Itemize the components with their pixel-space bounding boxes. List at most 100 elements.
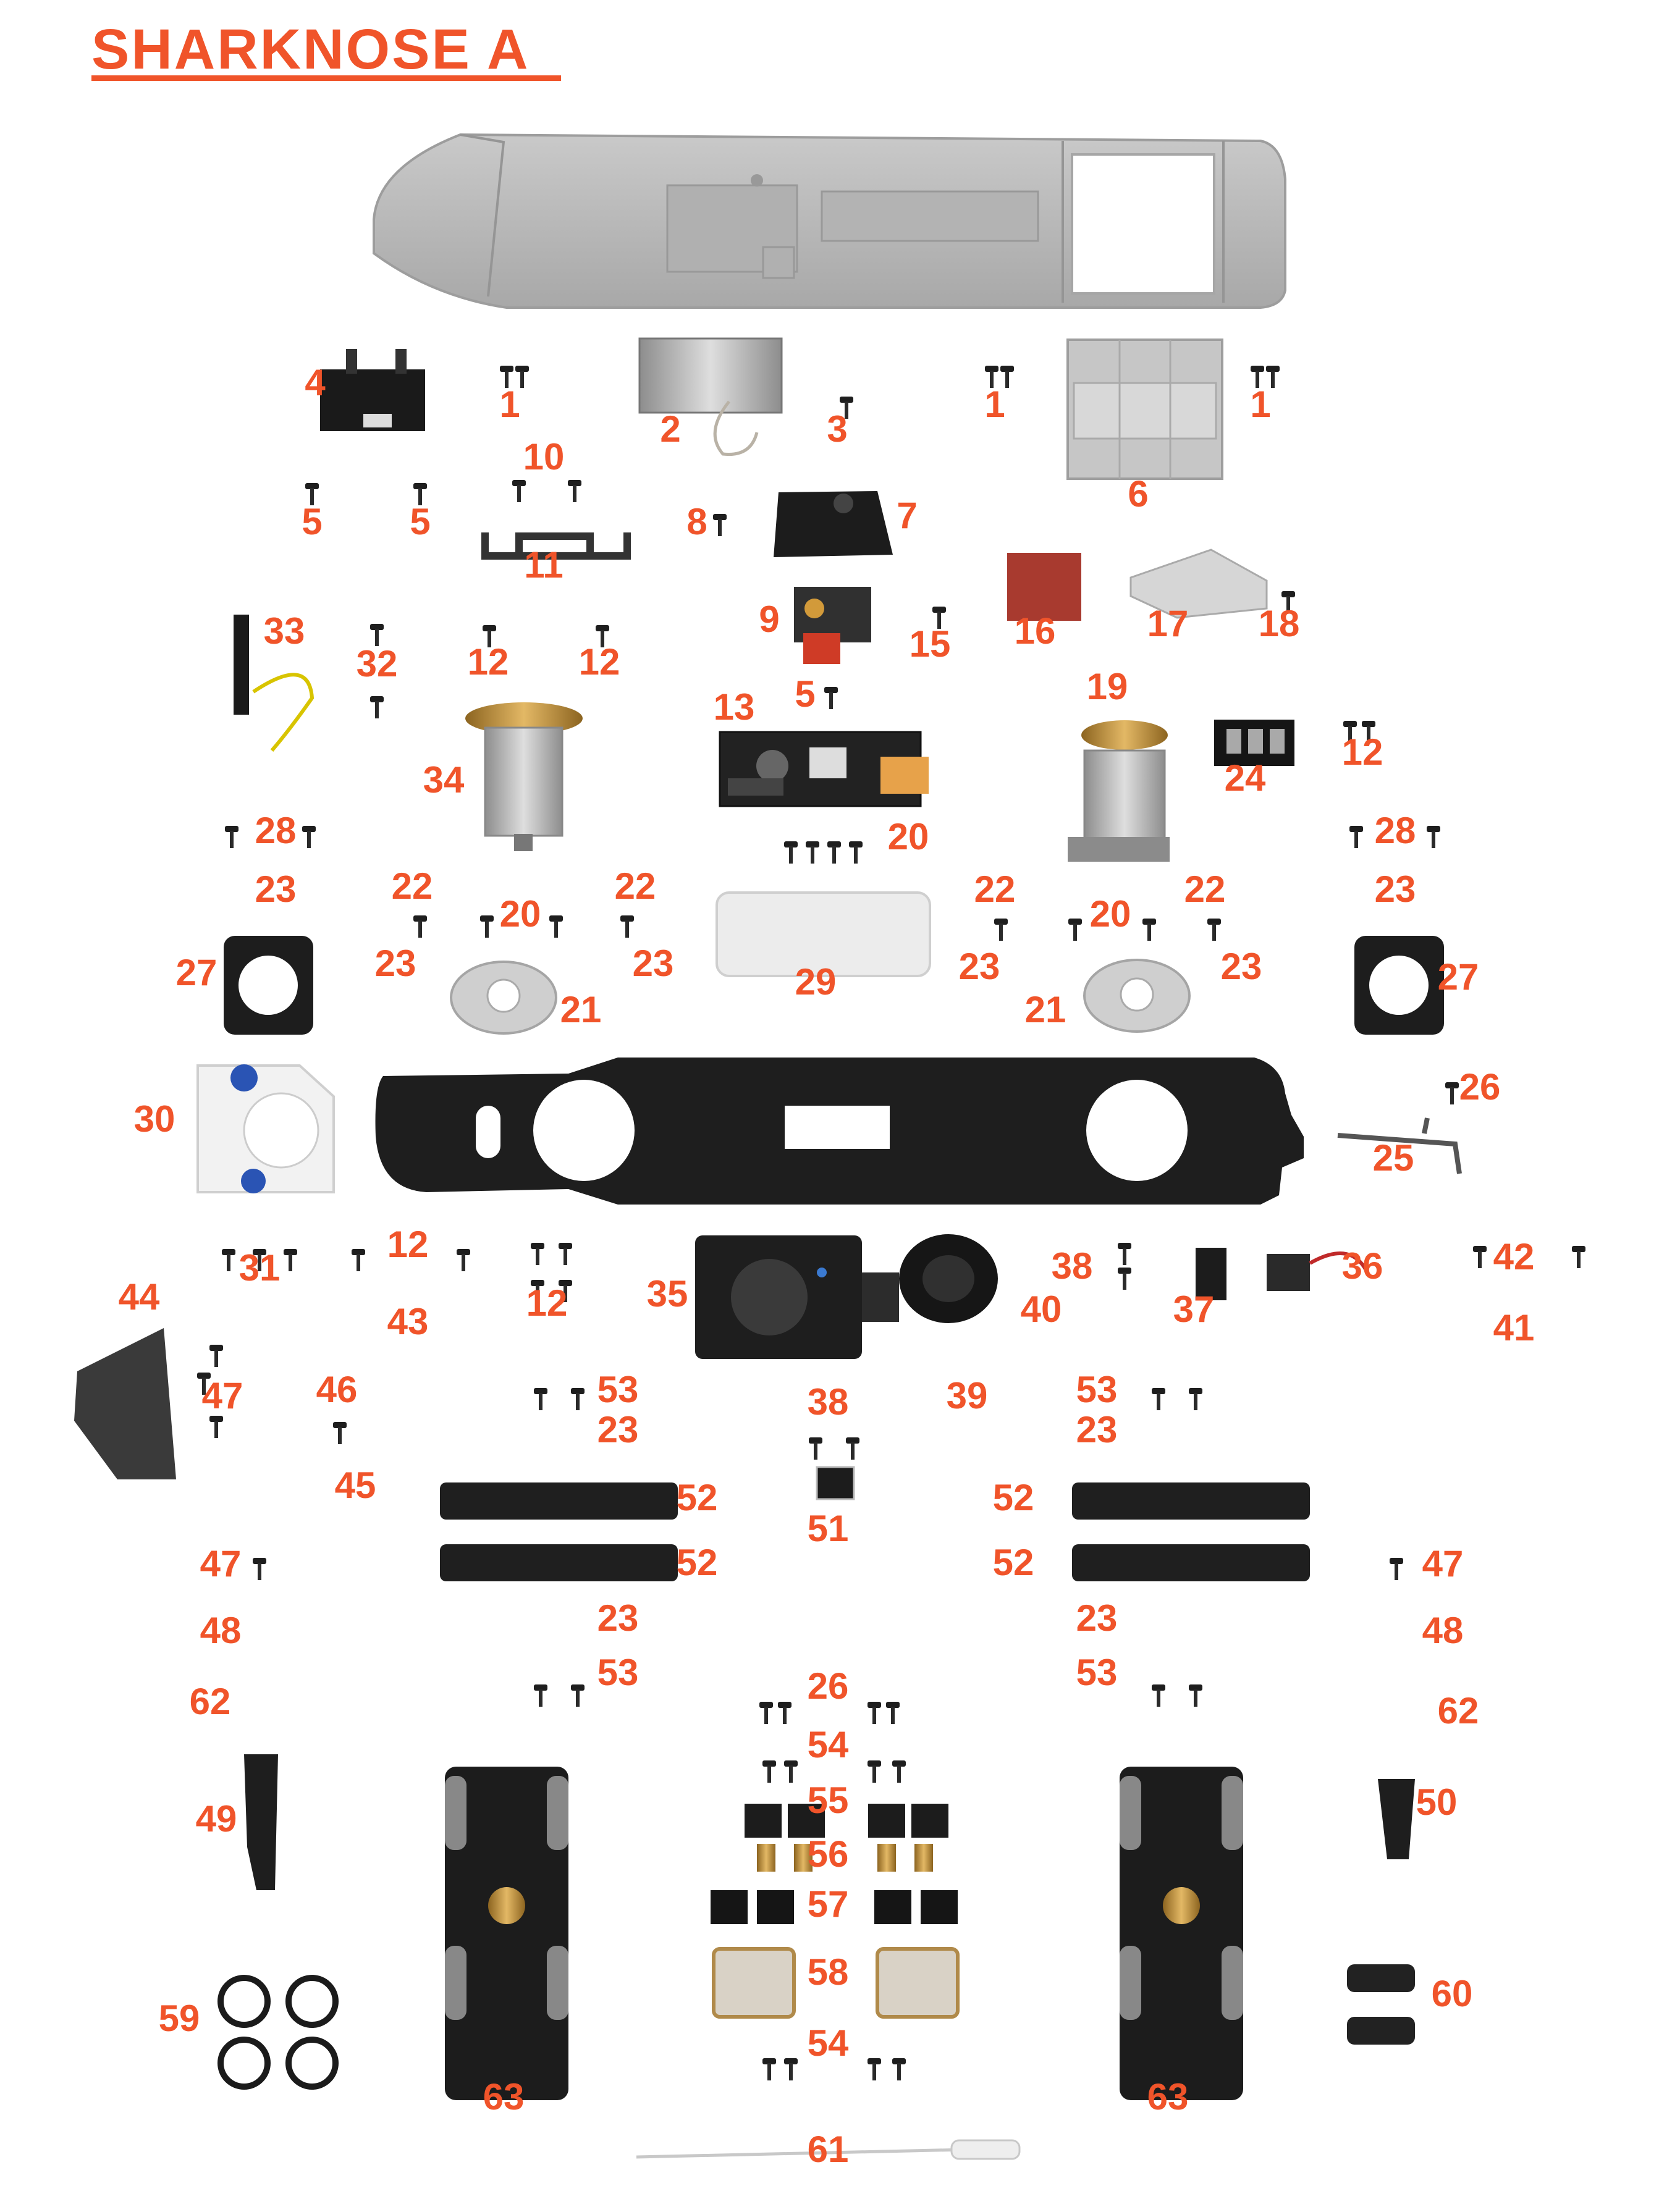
callout-number: 1: [1250, 384, 1271, 425]
screw-head: [457, 1249, 470, 1255]
screw-shaft: [1123, 1248, 1126, 1265]
callout-number: 21: [1024, 989, 1066, 1030]
screw-head: [333, 1422, 347, 1428]
screw-shaft: [258, 1563, 261, 1580]
screw-shaft: [897, 2063, 901, 2080]
screw-head: [1572, 1246, 1585, 1252]
screw-head: [370, 624, 384, 630]
power-truck-part-63-right: [1120, 1767, 1243, 2100]
screw-head: [840, 397, 853, 403]
screw-shaft: [1157, 1689, 1160, 1707]
screw-shaft: [488, 630, 491, 647]
callout-number: 62: [189, 1681, 231, 1722]
screw-shaft: [811, 846, 814, 864]
screw-shaft: [539, 1393, 542, 1410]
callout-number: 11: [524, 544, 564, 586]
callout-number: 23: [597, 1597, 639, 1639]
callout-number: 24: [1224, 757, 1266, 799]
callout-number: 48: [200, 1610, 242, 1651]
callout-number: 37: [1173, 1289, 1215, 1330]
callout-number: 20: [887, 816, 929, 857]
screw-shaft: [517, 485, 521, 502]
couplers-part-60: [1347, 1964, 1415, 2045]
callout-number: 20: [499, 893, 541, 935]
screw-shaft: [1367, 726, 1370, 743]
callout-number: 12: [467, 641, 509, 683]
screw-shaft: [1395, 1563, 1398, 1580]
callout-number: 12: [578, 641, 620, 683]
screw-shaft: [783, 1707, 787, 1724]
screw-head: [1189, 1388, 1202, 1394]
screw-shaft: [338, 1427, 342, 1444]
callout-number: 49: [195, 1798, 237, 1840]
screw-head: [284, 1249, 297, 1255]
screw-head: [512, 480, 526, 486]
bogie-mount-part-21-left: [450, 961, 557, 1035]
screw-shaft: [872, 1707, 876, 1724]
screw-head: [892, 1760, 906, 1767]
screw-shaft: [418, 488, 422, 505]
callout-number: 50: [1416, 1781, 1458, 1823]
screw-head: [713, 514, 727, 520]
screw-head: [1068, 919, 1082, 925]
screw-head: [1000, 366, 1014, 372]
callout-number: 52: [992, 1477, 1034, 1518]
callout-number: 23: [597, 1409, 639, 1450]
callout-number: 45: [334, 1465, 376, 1506]
screw-shaft: [536, 1285, 539, 1302]
callout-number: 23: [632, 943, 674, 984]
screw-head: [209, 1345, 223, 1351]
callout-number: 42: [1493, 1236, 1535, 1277]
page-title: SHARKNOSE A: [91, 18, 530, 81]
screw-shaft: [573, 485, 576, 502]
screw-head: [784, 841, 798, 847]
callout-number: 27: [1437, 956, 1479, 998]
coupler-arm-part-50: [1378, 1779, 1415, 1859]
screw-shaft: [462, 1254, 465, 1271]
callout-number: 28: [1374, 810, 1416, 851]
screw-shaft: [1354, 831, 1358, 848]
motor-part-34: [465, 702, 583, 851]
screw-shaft: [999, 923, 1003, 941]
screw-head: [302, 826, 316, 832]
connector-board-part-24: [1214, 720, 1294, 766]
screw-shaft: [1271, 371, 1275, 388]
screw-head: [867, 1702, 881, 1708]
callout-number: 9: [759, 599, 780, 640]
screw-shaft: [505, 371, 509, 388]
callout-number: 38: [807, 1381, 849, 1423]
screw-head: [867, 1760, 881, 1767]
switch-part-9: [794, 587, 871, 664]
screw-shaft: [214, 1421, 218, 1438]
screw-head: [762, 2058, 776, 2064]
light-housing-part-7: [774, 491, 893, 557]
chassis-frame: [375, 1058, 1304, 1205]
screw-head: [413, 483, 427, 489]
callout-number: 1: [499, 384, 520, 425]
screw-head: [222, 1249, 235, 1255]
callout-number: 3: [827, 408, 848, 450]
coupler-arm-part-49: [244, 1754, 278, 1890]
callout-number: 6: [1128, 473, 1149, 515]
callout-number: 59: [158, 1998, 200, 2039]
screw-shaft: [310, 488, 314, 505]
callout-number: 23: [1076, 1409, 1118, 1450]
screw-head: [759, 1702, 773, 1708]
screw-shaft: [845, 402, 848, 419]
callout-number: 47: [201, 1375, 243, 1416]
screw-shaft: [258, 1254, 261, 1271]
decoder-part-51: [816, 1466, 855, 1500]
screw-shaft: [872, 2063, 876, 2080]
body-shell: [373, 133, 1286, 309]
callout-number: 62: [1437, 1690, 1479, 1731]
callout-number: 51: [807, 1508, 849, 1549]
screw-shaft: [789, 846, 793, 864]
callout-number: 35: [646, 1273, 688, 1314]
screw-head: [824, 687, 838, 693]
callout-number: 43: [387, 1301, 429, 1342]
callout-number: 60: [1431, 1973, 1473, 2014]
callout-number: 26: [1459, 1066, 1501, 1108]
callout-number: 39: [946, 1375, 988, 1416]
callout-number: 12: [387, 1224, 429, 1265]
